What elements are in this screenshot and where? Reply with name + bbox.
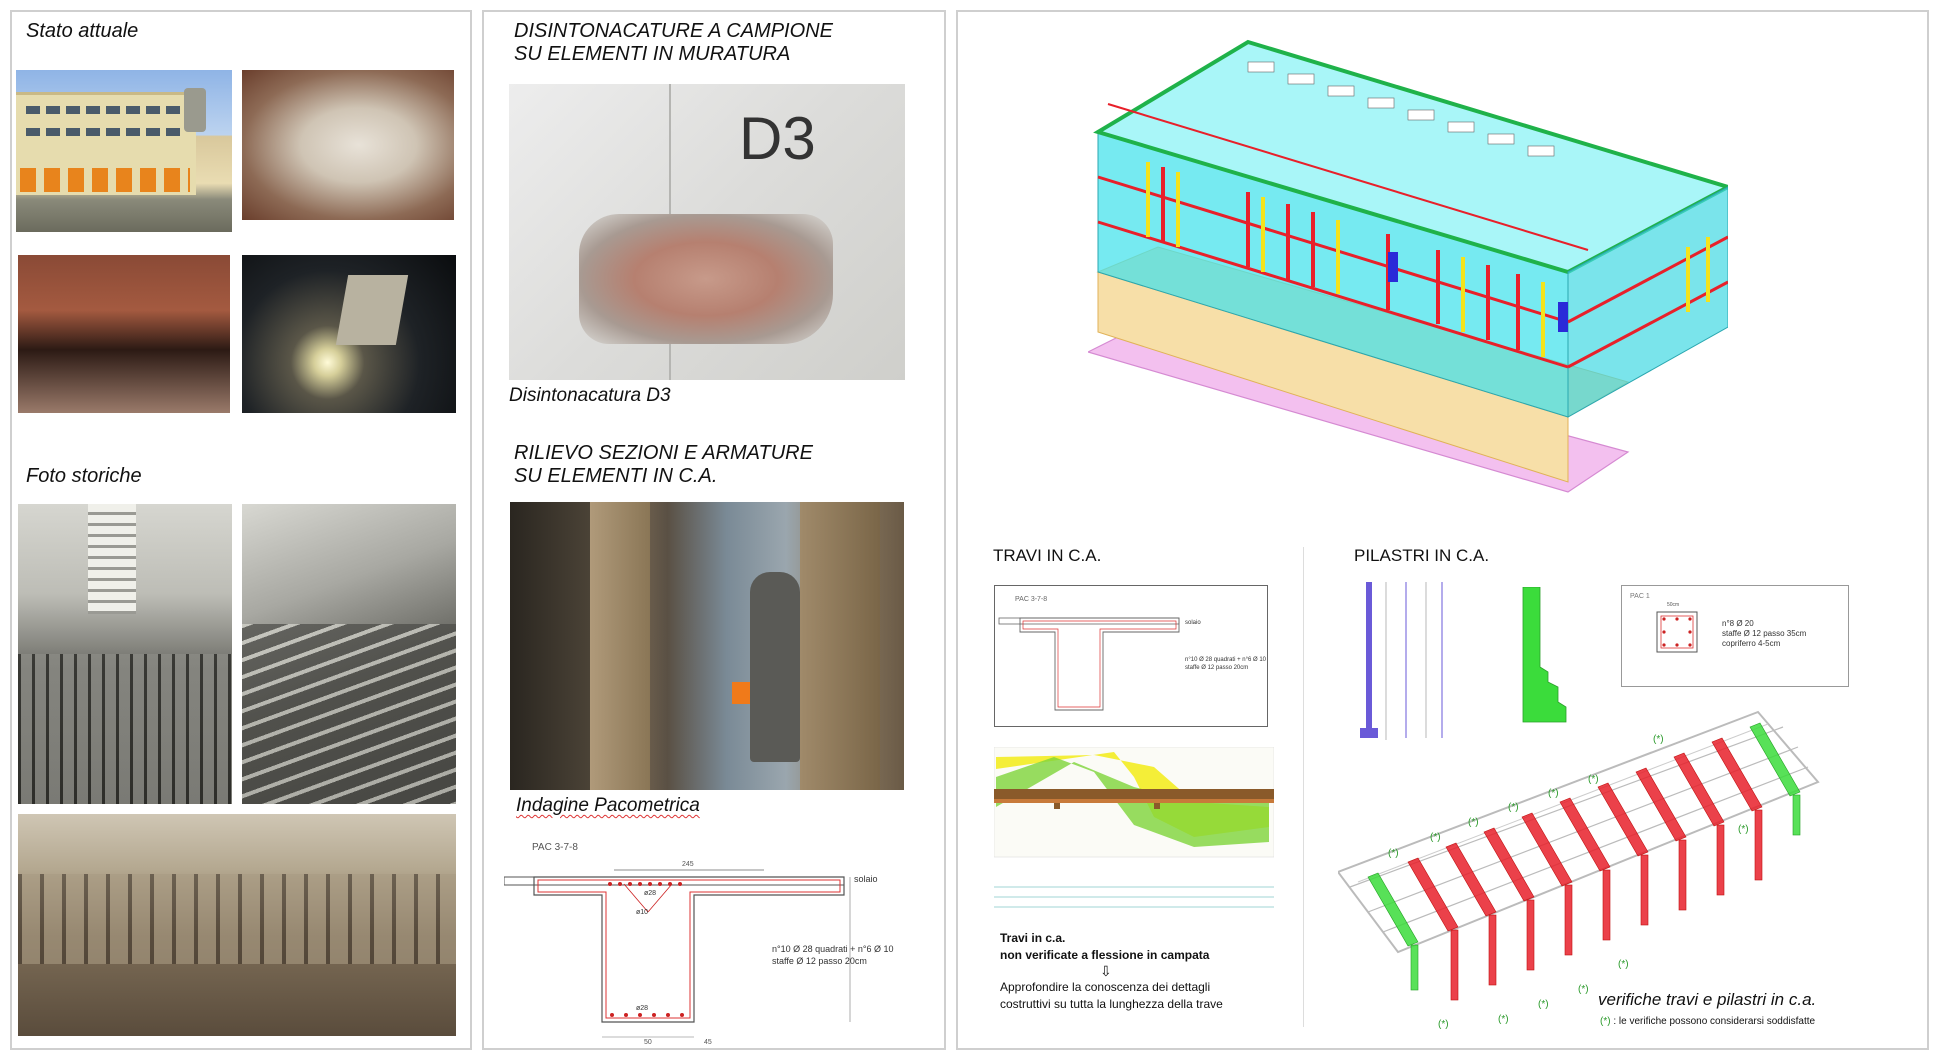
historic-photos-title: Foto storiche xyxy=(26,465,142,487)
beam-section-drawing: PAC 3-7-8 245 ø28 ø10 ø28 solaio 50 45 n… xyxy=(504,842,894,1046)
marker-11: (*) xyxy=(1538,999,1549,1010)
column-box-title: PAC 1 xyxy=(1630,593,1650,600)
beam-moment-diagram xyxy=(994,747,1274,908)
drawing-note-1: n°10 Ø 28 quadrati + n°6 Ø 10 xyxy=(772,944,894,954)
right-panel: TRAVI IN C.A. PILASTRI IN C.A. PAC 3-7-8… xyxy=(956,10,1929,1050)
marker-8: (*) xyxy=(1738,824,1749,835)
marker-2: (*) xyxy=(1430,832,1441,843)
photo-historic-construction xyxy=(18,814,456,1036)
beams-note-line1: Travi in c.a. xyxy=(1000,931,1066,945)
photo-plaster-sample: D3 xyxy=(509,84,905,380)
beam-box-solaio: solaio xyxy=(1185,620,1201,626)
drawing-bar-top: ø28 xyxy=(644,890,656,897)
caption-pacometer: Indagine Pacometrica xyxy=(516,795,700,816)
section-divider xyxy=(1303,547,1304,1027)
beam-box-note-1: n°10 Ø 28 quadrati + n°6 Ø 10 xyxy=(1185,657,1267,663)
caption-plaster: Disintonacatura D3 xyxy=(509,385,671,406)
header1-line2: SU ELEMENTI IN MURATURA xyxy=(514,43,791,65)
photo-roof xyxy=(18,255,230,413)
structural-3d-model xyxy=(1088,39,1728,493)
sample-mark: D3 xyxy=(739,105,816,172)
photo-cavity xyxy=(242,255,456,413)
drawing-title: PAC 3-7-8 xyxy=(532,842,578,853)
column-box-dim: 50cm xyxy=(1667,602,1679,608)
plaster-removal-header: DISINTONACATURE A CAMPIONE SU ELEMENTI I… xyxy=(514,20,833,66)
frame-verification-model: (*) (*) (*) (*) (*) (*) (*) (*) (*) (*) … xyxy=(1338,710,1820,1030)
beams-note-line3: Approfondire la conoscenza dei dettagli xyxy=(1000,980,1211,994)
column-box-note-3: copriferro 4-5cm xyxy=(1722,639,1781,648)
marker-12: (*) xyxy=(1498,1014,1509,1025)
verification-note: (*) : le verifiche possono considerarsi … xyxy=(1600,1016,1815,1027)
beams-note: Travi in c.a. non verificate a flessione… xyxy=(1000,930,1223,1013)
drawing-solaio: solaio xyxy=(854,874,878,884)
beams-note-line2: non verificate a flessione in campata xyxy=(1000,948,1210,962)
header2-line1: RILIEVO SEZIONI E ARMATURE xyxy=(514,442,813,464)
marker-13: (*) xyxy=(1438,1019,1449,1030)
drawing-dim-top: 245 xyxy=(682,861,694,868)
photo-historic-tower xyxy=(18,504,232,804)
marker-3: (*) xyxy=(1468,817,1479,828)
left-panel: Stato attuale Foto storiche xyxy=(10,10,472,1050)
header2-line2: SU ELEMENTI IN C.A. xyxy=(514,465,718,487)
column-green-diagram xyxy=(1522,587,1567,723)
rebar-survey-header: RILIEVO SEZIONI E ARMATURE SU ELEMENTI I… xyxy=(514,442,813,488)
column-box-note-1: n°8 Ø 20 xyxy=(1722,619,1754,628)
beams-note-line4: costruttivi su tutta la lunghezza della … xyxy=(1000,997,1223,1011)
verification-note-text: : le verifiche possono considerarsi sodd… xyxy=(1610,1016,1816,1027)
column-rebar-diagram xyxy=(1360,582,1443,740)
photo-facade xyxy=(16,70,232,232)
marker-5: (*) xyxy=(1548,788,1559,799)
beams-title: TRAVI IN C.A. xyxy=(993,546,1102,565)
beam-box-note-2: staffe Ø 12 passo 20cm xyxy=(1185,665,1248,671)
current-state-title: Stato attuale xyxy=(26,20,139,42)
beam-section-box: PAC 3-7-8 solaio n°10 Ø 28 quadrati + n°… xyxy=(994,585,1268,727)
verified-markers: (*) (*) (*) (*) (*) (*) (*) (*) (*) (*) … xyxy=(1388,734,1749,1030)
drawing-note-2: staffe Ø 12 passo 20cm xyxy=(772,956,867,966)
drawing-dim-bot-right: 45 xyxy=(704,1039,712,1046)
beam-box-title: PAC 3-7-8 xyxy=(1015,596,1047,603)
columns-title: PILASTRI IN C.A. xyxy=(1354,546,1490,565)
middle-panel: DISINTONACATURE A CAMPIONE SU ELEMENTI I… xyxy=(482,10,946,1050)
column-section-box: PAC 1 50cm n°8 Ø 20 staffe Ø 12 passo 35… xyxy=(1621,585,1849,687)
marker-4: (*) xyxy=(1508,802,1519,813)
marker-6: (*) xyxy=(1588,774,1599,785)
column-box-note-2: staffe Ø 12 passo 35cm xyxy=(1722,629,1807,638)
arrow-down-icon: ⇩ xyxy=(1100,963,1112,979)
photo-attic xyxy=(242,70,454,220)
marker-7: (*) xyxy=(1653,734,1664,745)
verification-mark: (*) xyxy=(1600,1016,1611,1027)
marker-9: (*) xyxy=(1618,959,1629,970)
drawing-bar-bot: ø28 xyxy=(636,1005,648,1012)
verification-title: verifiche travi e pilastri in c.a. xyxy=(1598,990,1817,1009)
marker-1: (*) xyxy=(1388,848,1399,859)
drawing-dim-bot-left: 50 xyxy=(644,1039,652,1046)
marker-10: (*) xyxy=(1578,984,1589,995)
photo-pacometer xyxy=(510,502,904,790)
photo-historic-beams xyxy=(242,504,456,804)
drawing-bar-mid: ø10 xyxy=(636,909,648,916)
header1-line1: DISINTONACATURE A CAMPIONE xyxy=(514,20,833,42)
